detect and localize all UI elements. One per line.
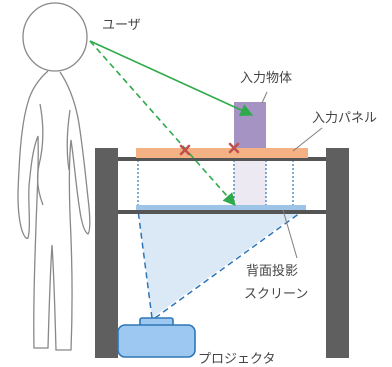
label-screen-line1: 背面投影 [246, 263, 298, 279]
leader-input-object [261, 91, 268, 104]
projection-edge-left [137, 209, 153, 319]
projection-cone [138, 208, 305, 318]
label-input-panel: 入力パネル [312, 111, 377, 126]
lower-shelf [118, 210, 326, 214]
leader-screen [282, 209, 298, 259]
person-body [17, 70, 91, 351]
label-screen-line2: スクリーン [244, 287, 308, 302]
sight-line-dashed [89, 40, 236, 206]
object-shadow [234, 160, 266, 208]
x-mark-icon [228, 142, 240, 154]
label-input-object: 入力物体 [240, 71, 292, 86]
label-user: ユーザ [102, 18, 141, 33]
person-arm-line [36, 103, 44, 206]
label-projector: プロジェクタ [198, 352, 275, 367]
projector-icon [117, 317, 196, 358]
frame-post-right [326, 148, 349, 358]
leader-input-panel [292, 127, 323, 152]
sight-line-solid [89, 40, 254, 117]
rear-projection-screen [136, 205, 306, 210]
person-icon [17, 2, 91, 351]
projection-edge-right [154, 209, 305, 319]
frame-post-left [95, 148, 118, 358]
person-arm-line-right [66, 109, 71, 171]
x-mark-icon [179, 144, 191, 156]
upper-shelf [118, 157, 326, 161]
person-head [22, 2, 88, 72]
input-panel [136, 148, 308, 158]
projector-body [117, 324, 196, 358]
